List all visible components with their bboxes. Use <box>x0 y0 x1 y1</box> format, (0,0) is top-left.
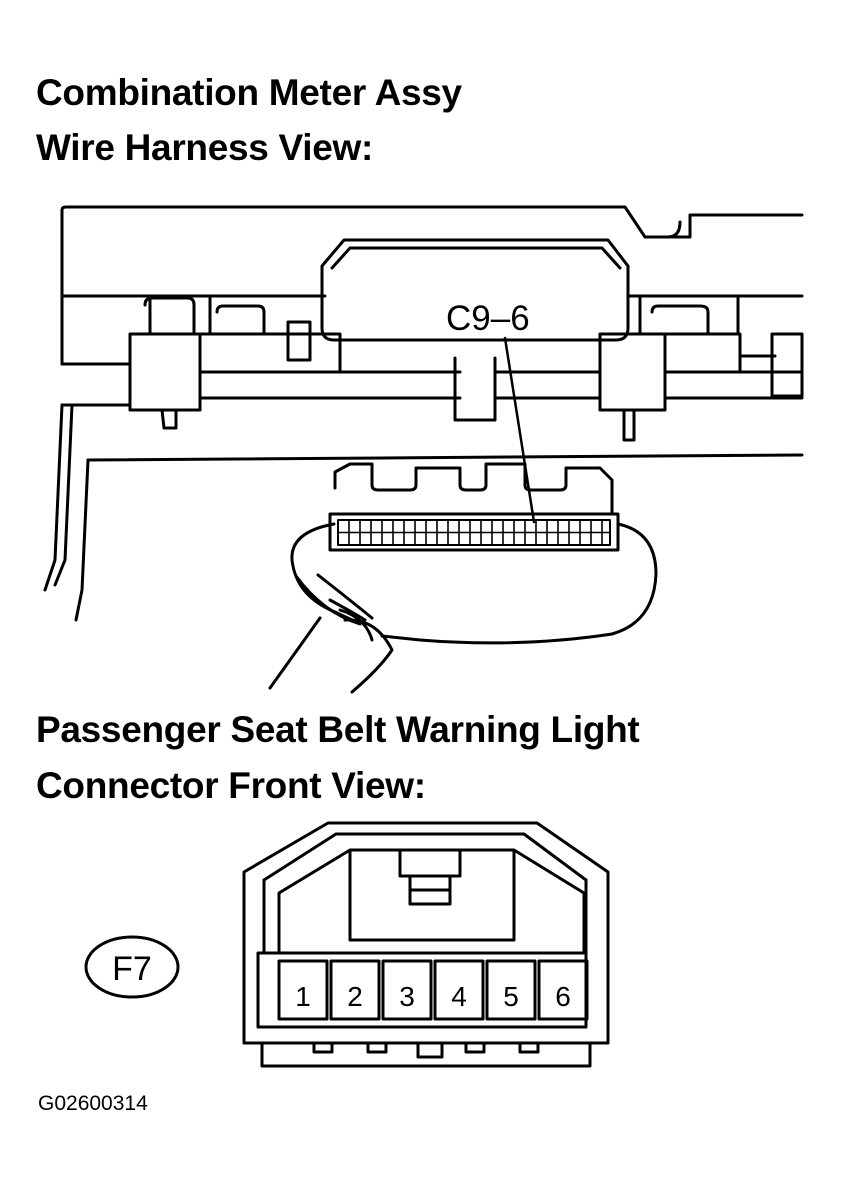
pin-cell-2 <box>329 959 381 1021</box>
light-connector-f7 <box>242 821 610 1068</box>
pin-label: 5 <box>503 981 519 1012</box>
pin-label: 2 <box>347 981 363 1012</box>
harness-connector-c9 <box>328 462 620 552</box>
light-heading-line2: Connector Front View: <box>36 765 426 806</box>
pin-cell-1 <box>277 959 329 1021</box>
meter-heading-line2: Wire Harness View: <box>36 127 374 168</box>
pin-cell-3 <box>381 959 433 1021</box>
pin-label: 4 <box>451 981 467 1012</box>
connector-code-label: F7 <box>112 950 152 988</box>
pin-label: 6 <box>555 981 571 1012</box>
meter-terminal-label: C9–6 <box>446 299 530 338</box>
meter-heading-line1: Combination Meter Assy <box>36 72 462 113</box>
meter-housing <box>43 205 804 622</box>
meter-side-connectors <box>128 332 804 442</box>
terminal-leader-line <box>503 336 536 524</box>
meter-connector-cover <box>320 238 630 342</box>
pin-label: 3 <box>399 981 415 1012</box>
light-connector-pins <box>277 959 589 1021</box>
harness-pin-grid <box>337 519 611 546</box>
pin-cell-4 <box>433 959 485 1021</box>
pin-cell-6 <box>537 959 589 1021</box>
figure-code: G02600314 <box>38 1092 148 1115</box>
connector-code-badge <box>84 935 180 999</box>
pin-cell-5 <box>485 959 537 1021</box>
light-heading-line1: Passenger Seat Belt Warning Light <box>36 709 640 750</box>
pin-label: 1 <box>295 981 311 1012</box>
wire-harness <box>268 522 658 694</box>
